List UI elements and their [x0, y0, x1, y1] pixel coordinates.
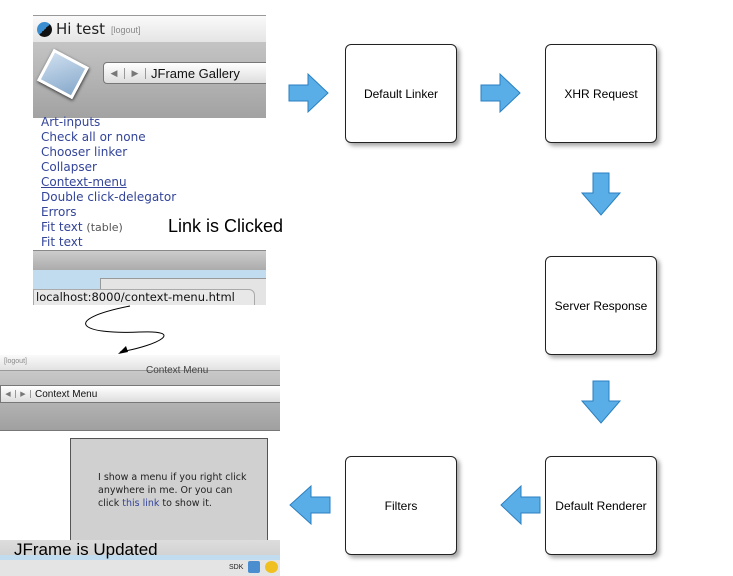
link-clicked-label: Link is Clicked: [168, 216, 284, 236]
step-label: Filters: [384, 498, 418, 513]
arrow-down-icon: [580, 380, 622, 424]
arrow-down-icon: [580, 172, 622, 216]
list-item[interactable]: Chooser linker: [41, 145, 128, 159]
connector-arrowhead: [118, 346, 128, 354]
sdk-label: SDK: [229, 564, 244, 571]
list-item[interactable]: Double click-delegator: [41, 190, 177, 204]
context-menu-area[interactable]: I show a menu if you right click anywher…: [70, 438, 268, 550]
title-bar: Hi test [logout]: [33, 15, 266, 44]
logout-link[interactable]: [logout]: [111, 25, 141, 35]
step-xhr-request: XHR Request: [545, 44, 657, 143]
arrow-left-icon: [289, 484, 331, 526]
status-url: localhost:8000/context-menu.html: [33, 289, 255, 305]
jframe-updated-label: JFrame is Updated: [14, 540, 158, 559]
bottom-bar: localhost:8000/context-menu.html: [33, 250, 266, 305]
forward-button[interactable]: ▶: [16, 390, 31, 398]
back-button[interactable]: ◀: [104, 67, 125, 79]
step-label: Server Response: [554, 298, 648, 313]
step-label: XHR Request: [564, 86, 638, 101]
step-label: Default Renderer: [555, 498, 647, 513]
navigation-bar: ◀ ▶ JFrame Gallery: [103, 62, 266, 84]
context-text: I show a menu if you right click anywher…: [98, 472, 247, 509]
list-item[interactable]: Art-inputs: [41, 115, 101, 129]
list-item[interactable]: Fit text: [41, 235, 83, 249]
toolbar: Context Menu ◀ ▶ Context Menu: [0, 365, 280, 431]
step-filters: Filters: [345, 456, 457, 555]
list-item[interactable]: Errors: [41, 205, 77, 219]
show-menu-link[interactable]: this link: [122, 498, 160, 509]
step-server-response: Server Response: [545, 256, 657, 355]
list-item[interactable]: Check all or none: [41, 130, 146, 144]
app-icon[interactable]: [248, 561, 260, 573]
arrow-right-icon: [480, 72, 521, 114]
forward-button[interactable]: ▶: [125, 67, 146, 79]
logout-link[interactable]: [logout]: [4, 358, 27, 365]
step-label: Default Linker: [363, 86, 439, 101]
app-logo-icon: [37, 22, 52, 37]
list-item[interactable]: Fit text (table): [41, 220, 176, 235]
item-label: Fit text: [41, 220, 83, 234]
list-item[interactable]: Context-menu: [41, 175, 127, 189]
window-title: Context Menu: [146, 365, 209, 376]
arrow-left-icon: [500, 484, 541, 526]
step-default-linker: Default Linker: [345, 44, 457, 143]
context-text-end: to show it.: [159, 498, 212, 509]
bottom-bar: SDK: [0, 540, 280, 576]
toolbar: ◀ ▶ JFrame Gallery: [33, 42, 266, 118]
item-suffix: (table): [86, 221, 123, 234]
context-menu-screenshot: [logout] Context Menu ◀ ▶ Context Menu I…: [0, 355, 280, 576]
nav-title: JFrame Gallery: [151, 65, 240, 81]
navigation-bar: ◀ ▶ Context Menu: [0, 385, 280, 403]
step-default-renderer: Default Renderer: [545, 456, 657, 555]
chat-icon[interactable]: [265, 561, 278, 573]
arrow-right-icon: [288, 72, 329, 114]
jframe-gallery-screenshot: Hi test [logout] ◀ ▶ JFrame Gallery Art-…: [33, 15, 266, 305]
gallery-list: Art-inputs Check all or none Chooser lin…: [41, 115, 176, 250]
greeting: Hi test: [56, 20, 106, 38]
list-item[interactable]: Collapser: [41, 160, 97, 174]
nav-title: Context Menu: [35, 388, 98, 400]
curvy-connector: [85, 305, 165, 353]
back-button[interactable]: ◀: [1, 390, 16, 398]
